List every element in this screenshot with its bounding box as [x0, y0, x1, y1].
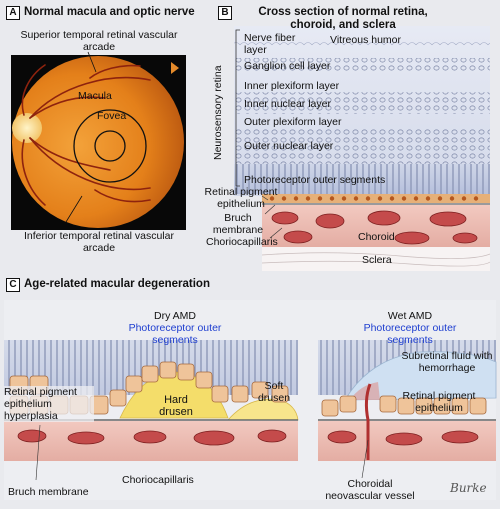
subretinal-fluid-shape [344, 351, 497, 401]
choroid-label: Choroid [358, 231, 395, 243]
panel-b-title-text: Cross section of normal retina, choroid,… [258, 6, 428, 31]
inferior-arcade-label: Inferior temporal retinal vascular arcad… [24, 230, 174, 254]
fundus [12, 56, 184, 228]
dry-choriocapillaris-label: Choriocapillaris [122, 474, 194, 486]
panel-a-badge: A [6, 6, 20, 20]
hard-drusen-label: Hard drusen [159, 394, 193, 418]
layer-ganglion: Ganglion cell layer [244, 60, 331, 72]
neovascular-vessel [364, 383, 372, 460]
fovea-label: Fovea [97, 110, 127, 122]
layer-inner-plexiform: Inner plexiform layer [244, 80, 340, 92]
panel-c-title-text: Age-related macular degeneration [24, 278, 210, 290]
macula-circle [73, 109, 147, 183]
dry-rpe-label: Retinal pigment epithelium hyperplasia [4, 386, 94, 422]
neurosensory-label: Neurosensory retina [212, 65, 224, 160]
sclera-label: Sclera [362, 254, 392, 266]
wet-rpe-label: Retinal pigment epithelium [402, 390, 476, 414]
wet-photoreceptor-label: Photoreceptor outer segments [363, 322, 457, 346]
panel-c-title: C Age-related macular degeneration [6, 278, 210, 292]
bruch-membrane-label: Bruch membrane [8, 486, 89, 498]
layer-nerve-fiber: Nerve fiber layer [244, 32, 296, 56]
layer-inner-nuclear: Inner nuclear layer [244, 98, 331, 110]
panel-b-badge: B [218, 6, 232, 20]
macula-label: Macula [78, 90, 112, 102]
choriocapillaris-label: Choriocapillaris [206, 236, 278, 248]
dry-amd-title: Dry AMD [154, 310, 196, 322]
retina-cross-section [234, 26, 491, 271]
subretinal-label: Subretinal fluid with hemorrhage [401, 350, 493, 374]
optic-disc [12, 113, 42, 143]
dry-photoreceptor-label: Photoreceptor outer segments [128, 322, 222, 346]
rpe-label: Retinal pigment epithelium [204, 186, 278, 210]
layer-outer-plexiform: Outer plexiform layer [244, 116, 342, 128]
fovea-circle [94, 130, 126, 162]
wet-amd-title: Wet AMD [387, 310, 433, 322]
panel-a-title: A Normal macula and optic nerve [6, 6, 195, 20]
rpe-row [262, 194, 490, 203]
wet-rpe-cells [321, 395, 487, 417]
layer-vitreous: Vitreous humor [330, 34, 402, 46]
bruch-label: Bruch membrane [212, 212, 264, 236]
neovascular-label: Choroidal neovascular vessel [325, 478, 415, 502]
layer-outer-nuclear: Outer nuclear layer [244, 140, 334, 152]
panel-b-title: B Cross section of normal retina, choroid… [218, 6, 450, 32]
superior-arcade-label: Superior temporal retinal vascular arcad… [20, 29, 178, 53]
vessels [21, 64, 151, 206]
artist-signature: Burke [450, 481, 487, 495]
panel-c-badge: C [6, 278, 20, 292]
soft-drusen-label: Soft drusen [257, 380, 291, 404]
layer-photoreceptor: Photoreceptor outer segments [244, 174, 386, 186]
panel-a-title-text: Normal macula and optic nerve [24, 6, 195, 18]
